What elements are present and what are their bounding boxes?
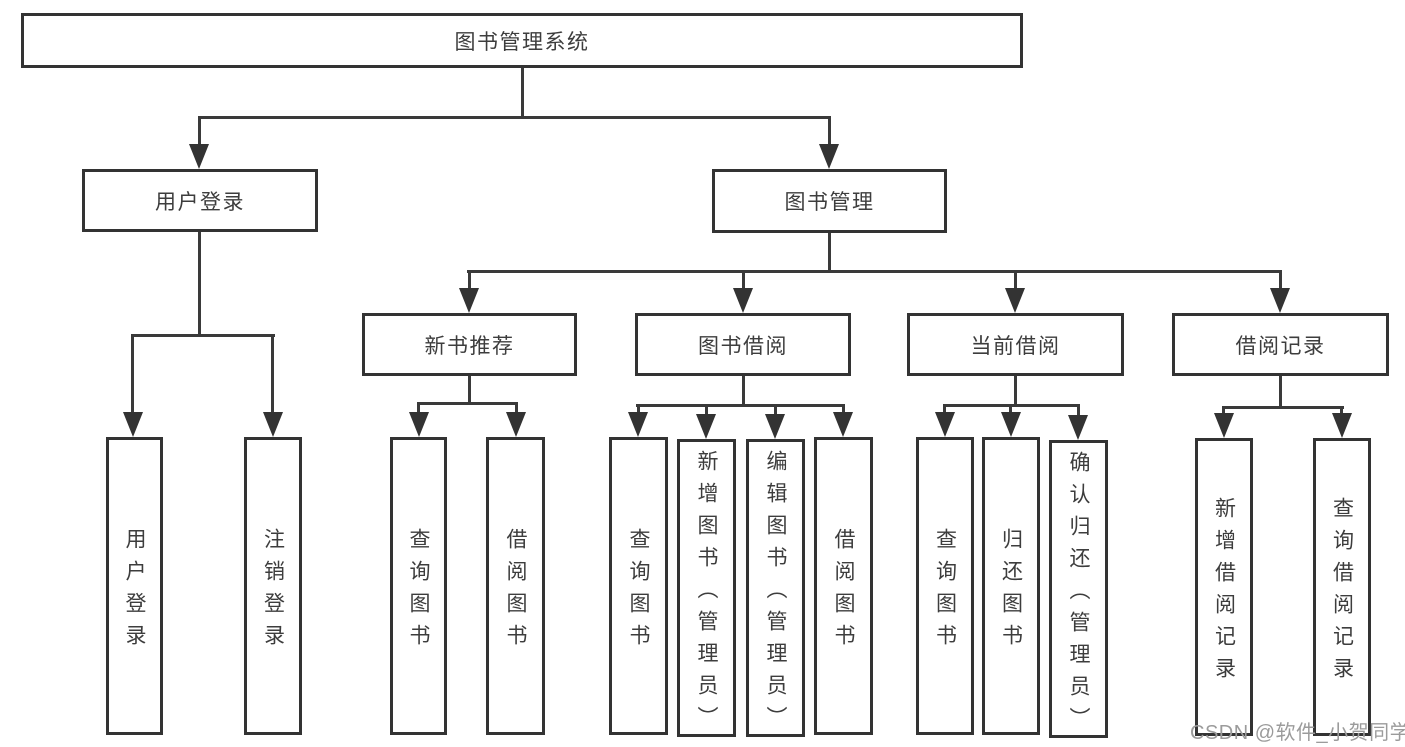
leaf-nb-borrow-books-label: 借阅图书 [504, 527, 527, 656]
leaf-cb-query-books-label: 查询图书 [933, 527, 957, 656]
arrowhead-cb-return [1001, 412, 1021, 437]
connector-to-book-management [828, 116, 831, 152]
connector-root-stem [521, 66, 524, 117]
connector-to-login-leaf [131, 334, 134, 419]
leaf-bb-add-books-admin: 新增图书（管理员） [677, 439, 736, 738]
arrowhead-to-user-login [189, 144, 209, 169]
leaf-bb-query-books-label: 查询图书 [627, 527, 650, 656]
connector-book-borrow-stem [742, 375, 745, 406]
arrowhead-to-book-borrow [733, 288, 753, 313]
leaf-logout: 注销登录 [244, 437, 302, 735]
arrowhead-to-new-book [459, 288, 479, 313]
leaf-bb-edit-books-admin-label: 编辑图书（管理员） [764, 449, 787, 738]
leaf-user-login-label: 用户登录 [123, 527, 146, 656]
connector-bb-add [705, 404, 708, 420]
connector-to-logout-leaf [271, 334, 274, 419]
connector-book-management-stem [828, 232, 831, 272]
connector-current-borrow-stem [1014, 375, 1017, 406]
connector-nb-borrow [515, 402, 518, 420]
leaf-nb-query-books: 查询图书 [390, 437, 447, 735]
connector-to-borrow-record [1279, 270, 1282, 295]
node-new-book-recommend: 新书推荐 [362, 313, 577, 376]
arrowhead-bb-query [628, 412, 648, 437]
connector-new-book-stem [468, 375, 471, 404]
arrowhead-br-add [1214, 413, 1234, 438]
leaf-bb-edit-books-admin: 编辑图书（管理员） [746, 439, 805, 738]
leaf-bb-query-books: 查询图书 [609, 437, 668, 735]
arrowhead-bb-add [696, 414, 716, 439]
leaf-cb-confirm-return-admin: 确认归还（管理员） [1049, 440, 1108, 739]
leaf-bb-borrow-books: 借阅图书 [814, 437, 873, 735]
connector-user-login-stem [198, 231, 201, 335]
arrowhead-bb-edit [765, 414, 785, 439]
arrowhead-nb-borrow [506, 412, 526, 437]
arrowhead-to-book-management [819, 144, 839, 169]
arrowhead-bb-borrow [833, 412, 853, 437]
leaf-bb-borrow-books-label: 借阅图书 [832, 527, 855, 656]
arrowhead-cb-query [935, 412, 955, 437]
leaf-cb-query-books: 查询图书 [916, 437, 974, 735]
leaf-bb-add-books-admin-label: 新增图书（管理员） [695, 449, 718, 738]
leaf-cb-return-books: 归还图书 [982, 437, 1040, 735]
arrowhead-br-query [1332, 413, 1352, 438]
leaf-br-add-record: 新增借阅记录 [1195, 438, 1253, 736]
leaf-br-add-record-label: 新增借阅记录 [1212, 496, 1236, 689]
connector-cb-confirm [1077, 404, 1080, 420]
connector-to-current-borrow [1014, 270, 1017, 295]
connector-nb-query [417, 402, 420, 420]
watermark: CSDN @软件_小贺同学 [1190, 722, 1405, 744]
leaf-cb-confirm-return-admin-label: 确认归还（管理员） [1067, 450, 1090, 739]
leaf-nb-query-books-label: 查询图书 [407, 527, 430, 656]
leaf-br-query-record: 查询借阅记录 [1313, 438, 1371, 736]
connector-to-book-borrow [742, 270, 745, 295]
arrowhead-to-current-borrow [1005, 288, 1025, 313]
connector-new-book-rail [417, 402, 518, 405]
arrowhead-nb-query [409, 412, 429, 437]
connector-level3-rail [467, 270, 1282, 273]
connector-to-new-book [468, 270, 471, 295]
leaf-br-query-record-label: 查询借阅记录 [1330, 496, 1354, 689]
connector-user-login-rail [131, 334, 275, 337]
leaf-logout-label: 注销登录 [261, 527, 285, 656]
connector-book-borrow-rail [636, 404, 845, 407]
node-book-management-branch: 图书管理 [712, 169, 947, 233]
arrowhead-to-logout-leaf [263, 412, 283, 437]
arrowhead-to-borrow-record [1270, 288, 1290, 313]
connector-to-user-login [198, 116, 201, 152]
node-user-login-branch: 用户登录 [82, 169, 318, 232]
node-library-management-system: 图书管理系统 [21, 13, 1023, 68]
connector-level2-rail [198, 116, 831, 119]
node-borrowing-records: 借阅记录 [1172, 313, 1389, 376]
leaf-user-login: 用户登录 [106, 437, 163, 735]
node-current-borrowing: 当前借阅 [907, 313, 1124, 376]
leaf-nb-borrow-books: 借阅图书 [486, 437, 545, 735]
connector-borrow-record-stem [1279, 375, 1282, 408]
arrowhead-to-login-leaf [123, 412, 143, 437]
arrowhead-cb-confirm [1068, 415, 1088, 440]
leaf-cb-return-books-label: 归还图书 [999, 527, 1023, 656]
node-book-borrowing: 图书借阅 [635, 313, 851, 376]
connector-borrow-record-rail [1222, 406, 1344, 409]
connector-bb-edit [774, 404, 777, 420]
